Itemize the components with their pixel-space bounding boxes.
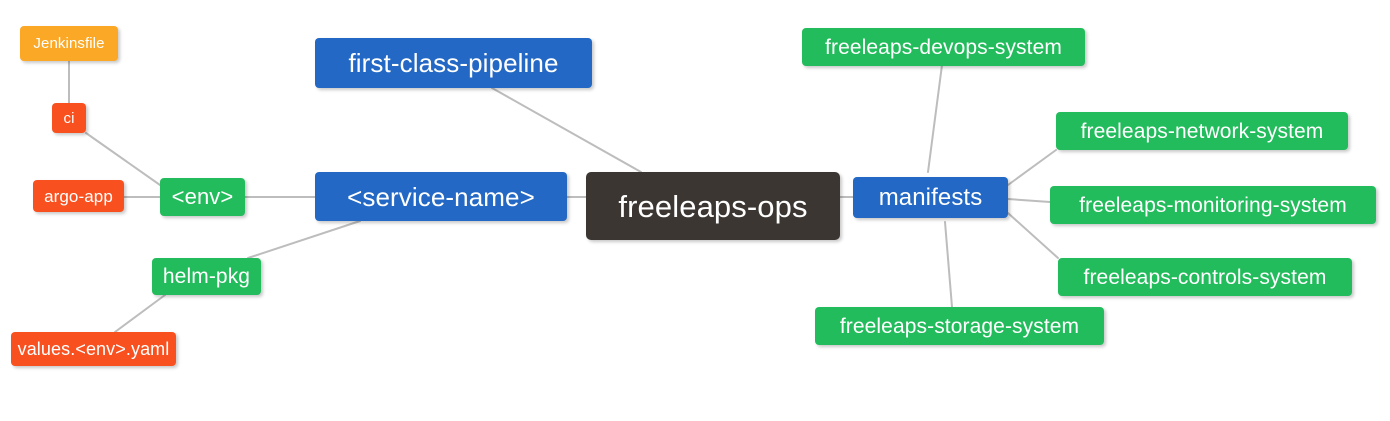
- node-label: <env>: [171, 184, 234, 209]
- node-label: Jenkinsfile: [33, 35, 105, 52]
- node-label: manifests: [878, 183, 983, 211]
- node-freeleaps-network-system[interactable]: freeleaps-network-system: [1056, 112, 1348, 150]
- node-helm-pkg[interactable]: helm-pkg: [152, 258, 261, 295]
- node-label: freeleaps-ops: [618, 188, 808, 224]
- node-ci[interactable]: ci: [52, 103, 86, 133]
- edge-manifests-storage-system: [944, 221, 953, 308]
- edge-manifests-network-system: [1007, 149, 1057, 186]
- node-label: freeleaps-monitoring-system: [1079, 193, 1347, 217]
- node-service-name[interactable]: <service-name>: [315, 172, 567, 221]
- edge-env-ci: [85, 132, 161, 186]
- edge-manifests-monitoring-system: [1007, 198, 1051, 203]
- node-label: helm-pkg: [162, 265, 251, 288]
- node-jenkinsfile[interactable]: Jenkinsfile: [20, 26, 118, 61]
- node-freeleaps-devops-system[interactable]: freeleaps-devops-system: [802, 28, 1085, 66]
- node-label: freeleaps-network-system: [1080, 119, 1324, 143]
- node-label: first-class-pipeline: [348, 48, 559, 78]
- node-freeleaps-ops[interactable]: freeleaps-ops: [586, 172, 840, 240]
- node-argo-app[interactable]: argo-app: [33, 180, 124, 212]
- node-freeleaps-controls-system[interactable]: freeleaps-controls-system: [1058, 258, 1352, 296]
- node-label: freeleaps-controls-system: [1083, 265, 1327, 289]
- node-label: ci: [63, 109, 75, 127]
- node-label: <service-name>: [347, 181, 535, 212]
- edge-service-name-helm-pkg: [247, 220, 361, 259]
- node-freeleaps-storage-system[interactable]: freeleaps-storage-system: [815, 307, 1104, 345]
- node-first-class-pipeline[interactable]: first-class-pipeline: [315, 38, 592, 88]
- node-label: freeleaps-storage-system: [839, 314, 1080, 338]
- node-label: freeleaps-devops-system: [825, 35, 1062, 59]
- edge-manifests-devops-system: [927, 64, 943, 173]
- node-manifests[interactable]: manifests: [853, 177, 1008, 218]
- node-label: argo-app: [44, 186, 113, 206]
- node-freeleaps-monitoring-system[interactable]: freeleaps-monitoring-system: [1050, 186, 1376, 224]
- node-values-env-yaml[interactable]: values.<env>.yaml: [11, 332, 176, 366]
- edge-root-first-class-pipeline: [491, 87, 642, 173]
- node-label: values.<env>.yaml: [17, 339, 170, 359]
- node-env[interactable]: <env>: [160, 178, 245, 216]
- edge-helm-pkg-values-yaml: [114, 294, 166, 333]
